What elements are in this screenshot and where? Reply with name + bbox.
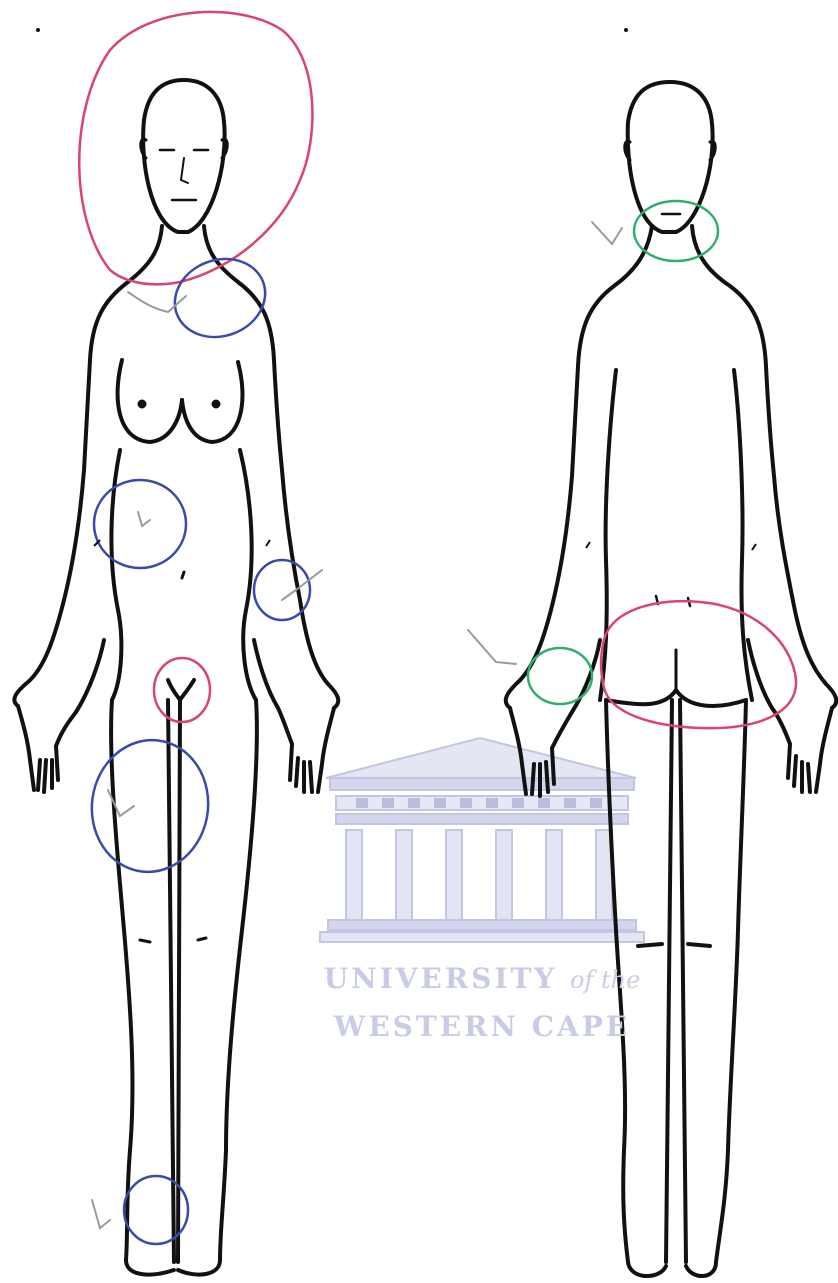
front-torso-outline [14, 226, 162, 706]
back-buttocks [606, 690, 746, 706]
back-annotations [528, 201, 796, 728]
front-flank-blue-circle [94, 480, 186, 568]
front-head-outline [143, 80, 224, 232]
back-buttocks-red-circle [601, 601, 796, 728]
watermark-western-cape-text: WESTERN CAPE [322, 1010, 642, 1043]
watermark-university-word: UNIVERSITY [324, 962, 558, 995]
back-wrist-green-circle [528, 648, 592, 704]
front-forearm-blue-circle [254, 560, 310, 620]
stray-marks [36, 28, 756, 550]
university-watermark-logo [320, 738, 644, 942]
front-head-red-circle [79, 12, 312, 284]
front-groin-red-circle [154, 658, 210, 722]
front-body-figure [14, 80, 338, 1275]
back-torso-outline [506, 226, 652, 708]
front-left-breast [118, 360, 182, 442]
watermark-university-text: UNIVERSITY of the [322, 962, 642, 995]
watermark-of-the: of the [570, 966, 640, 994]
back-head-outline [628, 82, 713, 232]
front-thigh-blue-circle [83, 733, 216, 880]
front-annotations [79, 12, 312, 1244]
front-shoulder-blue-circle [164, 247, 276, 350]
